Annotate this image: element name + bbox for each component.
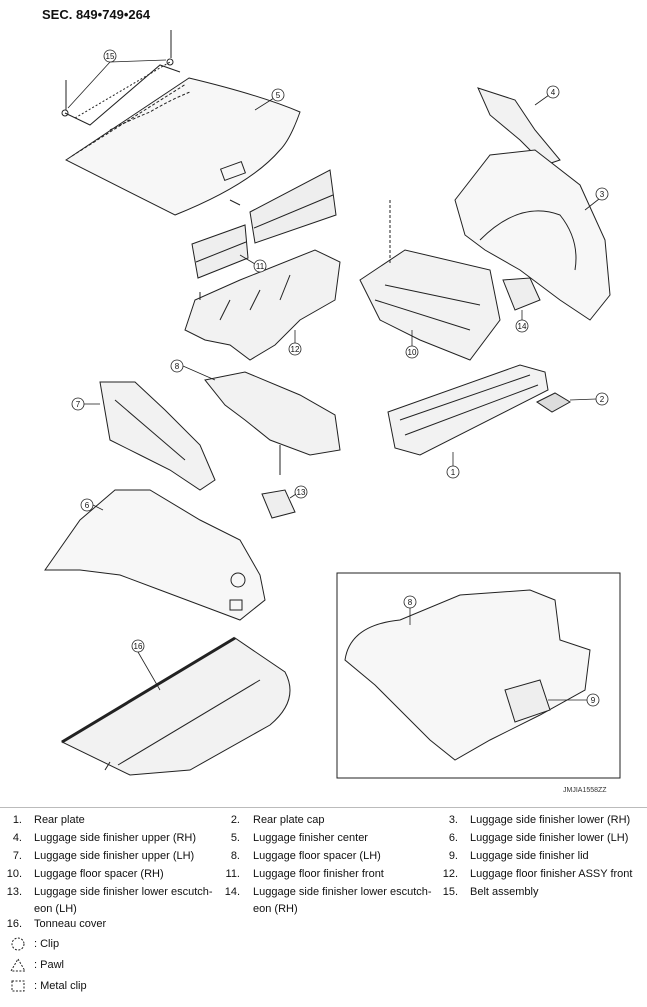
callout-11 — [239, 254, 267, 273]
callout-label-4: 4 — [551, 88, 556, 97]
callout-label-9: 9 — [591, 696, 596, 705]
callout-9 — [548, 693, 600, 707]
callout-13 — [289, 485, 308, 499]
legend-num: 11. — [225, 868, 240, 880]
legend-num: 7. — [12, 850, 22, 862]
legend-num: 5. — [230, 832, 240, 844]
callout-markers — [67, 49, 609, 707]
legend-num: 9. — [448, 850, 458, 862]
symbol-metal-clip-label: : Metal clip — [34, 980, 87, 992]
legend-num: 4. — [12, 832, 22, 844]
part-rear-plate-cap — [536, 392, 571, 413]
legend-num: 12. — [442, 868, 458, 880]
part-escutcheon-rh — [502, 277, 541, 311]
callout-14 — [515, 310, 529, 333]
callout-label-3: 3 — [600, 190, 605, 199]
callout-label-6: 6 — [85, 501, 90, 510]
legend-num: 15. — [442, 886, 458, 898]
callout-1 — [446, 452, 460, 479]
part-side-finisher-lower-lh — [44, 489, 266, 621]
legend-num: 3. — [448, 814, 458, 826]
legend-label: Luggage floor finisher front — [253, 868, 384, 880]
legend-label: Luggage side finisher lower (LH) — [470, 832, 629, 844]
callout-16 — [131, 639, 161, 691]
callout-2 — [569, 392, 609, 406]
callout-12 — [288, 330, 302, 356]
legend-label-line2: eon (LH) — [34, 903, 77, 915]
legend-label: Luggage floor spacer (LH) — [253, 850, 381, 862]
part-floor-finisher-assy — [184, 249, 341, 361]
legend-label: Luggage side finisher lower (RH) — [470, 814, 631, 826]
callout-label-13: 13 — [297, 488, 306, 497]
metal-clip-icon — [11, 980, 25, 992]
figure-code: JMJIA1558ZZ — [563, 787, 607, 794]
callout-3 — [584, 187, 609, 211]
legend-num: 6. — [448, 832, 458, 844]
callout-8 — [170, 359, 216, 381]
pawl-icon — [10, 958, 26, 972]
divider — [0, 807, 647, 808]
callout-7 — [71, 397, 100, 411]
legend-label: Rear plate cap — [253, 814, 325, 826]
legend-num: 2. — [230, 814, 240, 826]
legend-label: Tonneau cover — [34, 918, 107, 930]
symbol-pawl-label: : Pawl — [34, 959, 64, 971]
part-tonneau-cover — [60, 636, 291, 776]
part-escutcheon-lh — [261, 489, 296, 519]
legend-label: Luggage finisher center — [253, 832, 368, 844]
legend-num: 8. — [230, 850, 240, 862]
part-luggage-finisher-center — [65, 77, 301, 216]
callout-label-8-inset: 8 — [408, 598, 413, 607]
legend-num: 13. — [6, 886, 22, 898]
section-number: SEC. 849•749•264 — [42, 7, 151, 22]
callout-label-1: 1 — [451, 468, 456, 477]
callout-5 — [254, 88, 285, 111]
clip-icon — [11, 937, 25, 951]
legend-label: Luggage floor finisher ASSY front — [470, 868, 633, 880]
legend-label: Luggage side finisher upper (LH) — [34, 850, 195, 862]
part-side-finisher-upper-lh — [99, 381, 216, 491]
callout-label-10: 10 — [408, 348, 417, 357]
part-side-finisher-upper-rh — [477, 87, 561, 166]
callout-4 — [534, 85, 560, 106]
callout-label-15: 15 — [106, 52, 115, 61]
callout-15 — [67, 49, 167, 109]
callout-10 — [405, 330, 419, 359]
callout-labels: 1 2 3 4 5 6 7 8 9 10 11 12 13 14 15 16 8 — [76, 52, 605, 705]
part-floor-spacer-lh — [204, 371, 341, 475]
legend-num: 16. — [6, 918, 22, 930]
legend-num: 10. — [6, 868, 22, 880]
part-side-finisher-lower-rh — [454, 149, 611, 321]
part-belt-assembly — [61, 30, 181, 126]
legend-num: 1. — [12, 814, 22, 826]
detail-inset — [336, 572, 621, 779]
exploded-parts-diagram: 1 2 3 4 5 6 7 8 9 10 11 12 13 14 15 16 8 — [44, 30, 621, 779]
callout-label-7: 7 — [76, 400, 81, 409]
legend-label-line2: eon (RH) — [253, 903, 298, 915]
legend-label-line1: Luggage side finisher lower escutch- — [34, 886, 213, 898]
callout-6 — [80, 498, 104, 512]
callout-label-16: 16 — [134, 642, 143, 651]
legend-label: Luggage floor spacer (RH) — [34, 868, 164, 880]
part-rear-plate — [387, 364, 549, 456]
legend-label: Luggage side finisher lid — [470, 850, 589, 862]
legend-label: Luggage side finisher upper (RH) — [34, 832, 197, 844]
callout-label-11: 11 — [256, 262, 265, 271]
part-floor-finisher-front — [191, 169, 337, 279]
callout-label-12: 12 — [291, 345, 300, 354]
callout-label-2: 2 — [600, 395, 605, 404]
legend-label-line1: Luggage side finisher lower escutch- — [253, 886, 432, 898]
part-floor-spacer-rh — [359, 200, 501, 361]
legend-label: Rear plate — [34, 814, 85, 826]
callout-label-8: 8 — [175, 362, 180, 371]
symbol-clip-label: : Clip — [34, 938, 60, 950]
callout-8-inset — [403, 595, 417, 625]
legend-label: Belt assembly — [470, 886, 539, 898]
callout-label-5: 5 — [276, 91, 281, 100]
callout-label-14: 14 — [518, 322, 527, 331]
legend-num: 14. — [224, 886, 240, 898]
